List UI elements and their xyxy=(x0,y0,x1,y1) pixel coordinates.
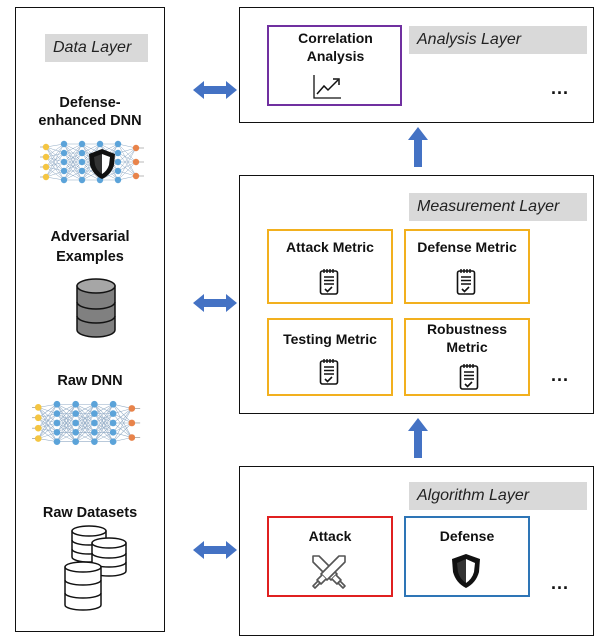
report-icon xyxy=(456,269,476,295)
testing-metric-label: Testing Metric xyxy=(283,331,377,347)
adversarial-examples-label: Adversarial Examples xyxy=(50,229,130,265)
attack-box xyxy=(267,516,393,597)
stacked-databases-icon xyxy=(64,525,127,611)
report-icon xyxy=(319,359,339,385)
database-icon xyxy=(76,278,116,338)
defense-label: Defense xyxy=(439,528,495,544)
raw-datasets-label: Raw Datasets xyxy=(42,505,138,521)
data-analysis-arrow xyxy=(193,81,237,99)
analysis-ellipsis: ... xyxy=(551,78,570,98)
algorithm-layer-title: Algorithm Layer xyxy=(409,482,587,510)
algorithm-ellipsis: ... xyxy=(551,573,570,593)
defense-metric-label: Defense Metric xyxy=(417,239,517,255)
algorithm-measurement-arrow xyxy=(408,418,428,458)
measurement-analysis-arrow xyxy=(408,127,428,167)
data-algorithm-arrow xyxy=(193,541,237,559)
shield-icon xyxy=(89,149,115,179)
correlation-analysis-box xyxy=(267,25,402,106)
measurement-ellipsis: ... xyxy=(551,365,570,385)
robustness-metric-label: Robustness Metric xyxy=(426,321,508,355)
shield-icon xyxy=(452,554,480,588)
data-layer-title: Data Layer xyxy=(45,34,148,62)
crossed-swords-icon xyxy=(312,555,346,589)
report-icon xyxy=(459,364,479,390)
correlation-analysis-label: Correlation Analysis xyxy=(298,30,373,64)
raw-dnn-label: Raw DNN xyxy=(57,373,123,389)
data-measurement-arrow xyxy=(193,294,237,312)
attack-label: Attack xyxy=(308,528,352,544)
defense-enhanced-dnn-label: Defense-enhanced DNN xyxy=(38,95,142,129)
attack-metric-label: Attack Metric xyxy=(286,239,374,255)
report-icon xyxy=(319,269,339,295)
measurement-layer-title: Measurement Layer xyxy=(409,193,587,221)
neural-network-icon xyxy=(32,400,141,446)
trend-chart-icon xyxy=(313,75,341,99)
analysis-layer-title: Analysis Layer xyxy=(409,26,587,54)
